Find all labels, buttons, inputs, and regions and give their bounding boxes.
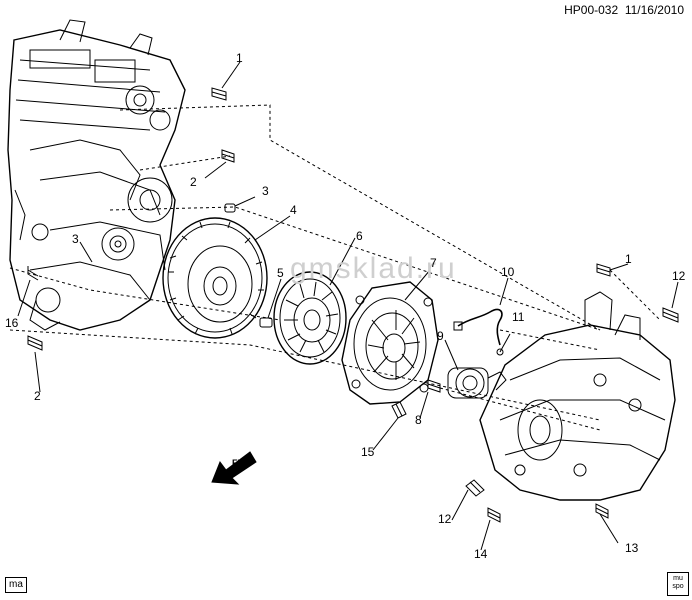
- callout-1: 1: [236, 51, 243, 65]
- callout-15: 15: [361, 445, 375, 459]
- watermark: gmsklad.ru: [290, 252, 457, 285]
- callout-16: 16: [5, 316, 19, 330]
- transmission-case: [479, 291, 676, 501]
- front-arrow-label: FRT: [232, 458, 250, 468]
- callout-2-engine: 2: [34, 389, 41, 403]
- alignment-lines: [9, 104, 661, 431]
- callout-12: 12: [672, 269, 686, 283]
- callout-8: 8: [415, 413, 422, 427]
- callout-2: 2: [190, 175, 197, 189]
- bolts: [27, 87, 679, 523]
- callout-3-engine: 3: [72, 232, 79, 246]
- callout-3: 3: [262, 184, 269, 198]
- callout-10: 10: [501, 265, 515, 279]
- badge-line-2: spo: [672, 583, 684, 590]
- drawing-header: HP00-032 11/16/2010: [564, 3, 684, 17]
- hydraulic-line: [453, 308, 503, 346]
- callout-13: 13: [625, 541, 639, 555]
- engine-block: [7, 19, 186, 331]
- callout-14: 14: [474, 547, 488, 561]
- callout-6: 6: [356, 229, 363, 243]
- callout-4: 4: [290, 203, 297, 217]
- front-arrow-icon: [211, 451, 257, 485]
- callout-11: 11: [512, 310, 525, 324]
- corner-label: ma: [5, 577, 27, 593]
- clutch-disc: [273, 271, 347, 365]
- badge-line-1: mu: [673, 575, 683, 582]
- drawing-date: 11/16/2010: [624, 3, 684, 17]
- callout-7: 7: [430, 256, 437, 270]
- callout-5: 5: [277, 266, 284, 280]
- drawing-id: HP00-032: [564, 3, 619, 17]
- callout-12-lower: 12: [438, 512, 452, 526]
- leader-lines: [17, 61, 679, 551]
- pressure-plate: [341, 281, 439, 405]
- flywheel: [162, 217, 268, 339]
- callout-9: 9: [437, 329, 444, 343]
- callout-1-transmission: 1: [625, 252, 632, 266]
- release-bearing: [447, 367, 507, 399]
- source-badge: mu spo: [667, 572, 689, 596]
